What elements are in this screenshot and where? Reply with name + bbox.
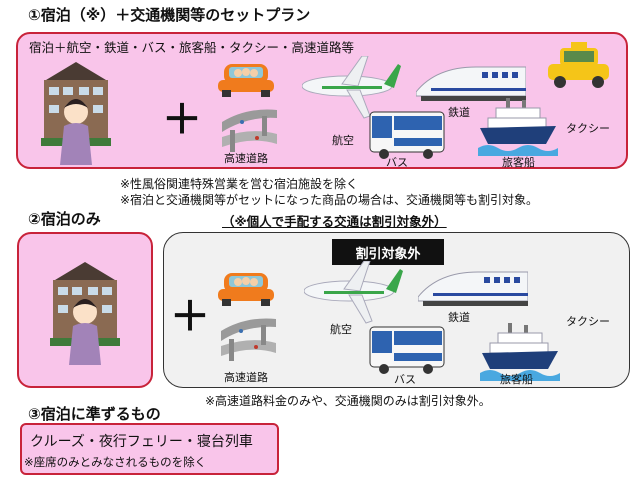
highway-icon (222, 102, 277, 152)
section2-title: ②宿泊のみ (28, 210, 101, 228)
section1-note-1: ※性風俗関連特殊営業を営む宿泊施設を除く (120, 177, 359, 191)
taxi-icon (546, 42, 611, 90)
section2-note: ※高速道路料金のみや、交通機関のみは割引対象外。 (205, 394, 491, 408)
section2-hotel-box (17, 232, 153, 388)
label-bus: バス (394, 373, 416, 386)
bus-icon (368, 110, 446, 160)
section1-note-2: ※宿泊と交通機関等がセットになった商品の場合は、交通機関等も割引対象。 (120, 193, 539, 207)
label-rail: 鉄道 (448, 311, 470, 324)
section2-subtitle: （※個人で手配する交通は割引対象外） (222, 214, 447, 229)
label-taxi: タクシー (566, 315, 610, 328)
car-icon (216, 271, 276, 307)
label-air: 航空 (332, 134, 354, 147)
label-highway: 高速道路 (224, 152, 268, 165)
not-eligible-badge: 割引対象外 (332, 239, 444, 265)
plane-icon (302, 56, 402, 121)
label-rail: 鉄道 (448, 106, 470, 119)
label-highway: 高速道路 (224, 371, 268, 384)
label-taxi: タクシー (566, 122, 610, 135)
train-icon (418, 267, 528, 307)
section3-box: クルーズ・夜行フェリー・寝台列車 ※座席のみとみなされるものを除く (20, 423, 279, 475)
ship-icon (480, 323, 560, 381)
ship-icon (478, 98, 558, 156)
section1-title: ①宿泊（※）＋交通機関等のセットプラン (28, 6, 311, 24)
section1-box: 宿泊＋航空・鉄道・バス・旅客船・タクシー・高速道路等 ＋ 高速道路 航空 鉄道 … (16, 32, 628, 169)
plane-icon (304, 261, 404, 326)
label-bus: バス (386, 156, 408, 169)
section2-transport-box: 割引対象外 ＋ 高速道路 航空 鉄道 タクシー バス 旅客船 (163, 232, 630, 388)
car-icon (216, 62, 276, 98)
highway-icon (221, 311, 276, 361)
hotel-illustration (36, 60, 116, 165)
label-ship: 旅客船 (500, 373, 533, 386)
label-air: 航空 (330, 323, 352, 336)
label-ship: 旅客船 (502, 156, 535, 169)
section3-main: クルーズ・夜行フェリー・寝台列車 (30, 434, 253, 450)
bus-icon (368, 325, 446, 375)
section1-subtitle: 宿泊＋航空・鉄道・バス・旅客船・タクシー・高速道路等 (29, 40, 355, 55)
section3-title: ③宿泊に準ずるもの (28, 405, 161, 423)
section3-note: ※座席のみとみなされるものを除く (24, 455, 207, 469)
plus-sign: ＋ (170, 294, 210, 340)
hotel-illustration (45, 260, 125, 365)
plus-sign: ＋ (162, 97, 202, 143)
train-icon (416, 62, 526, 102)
